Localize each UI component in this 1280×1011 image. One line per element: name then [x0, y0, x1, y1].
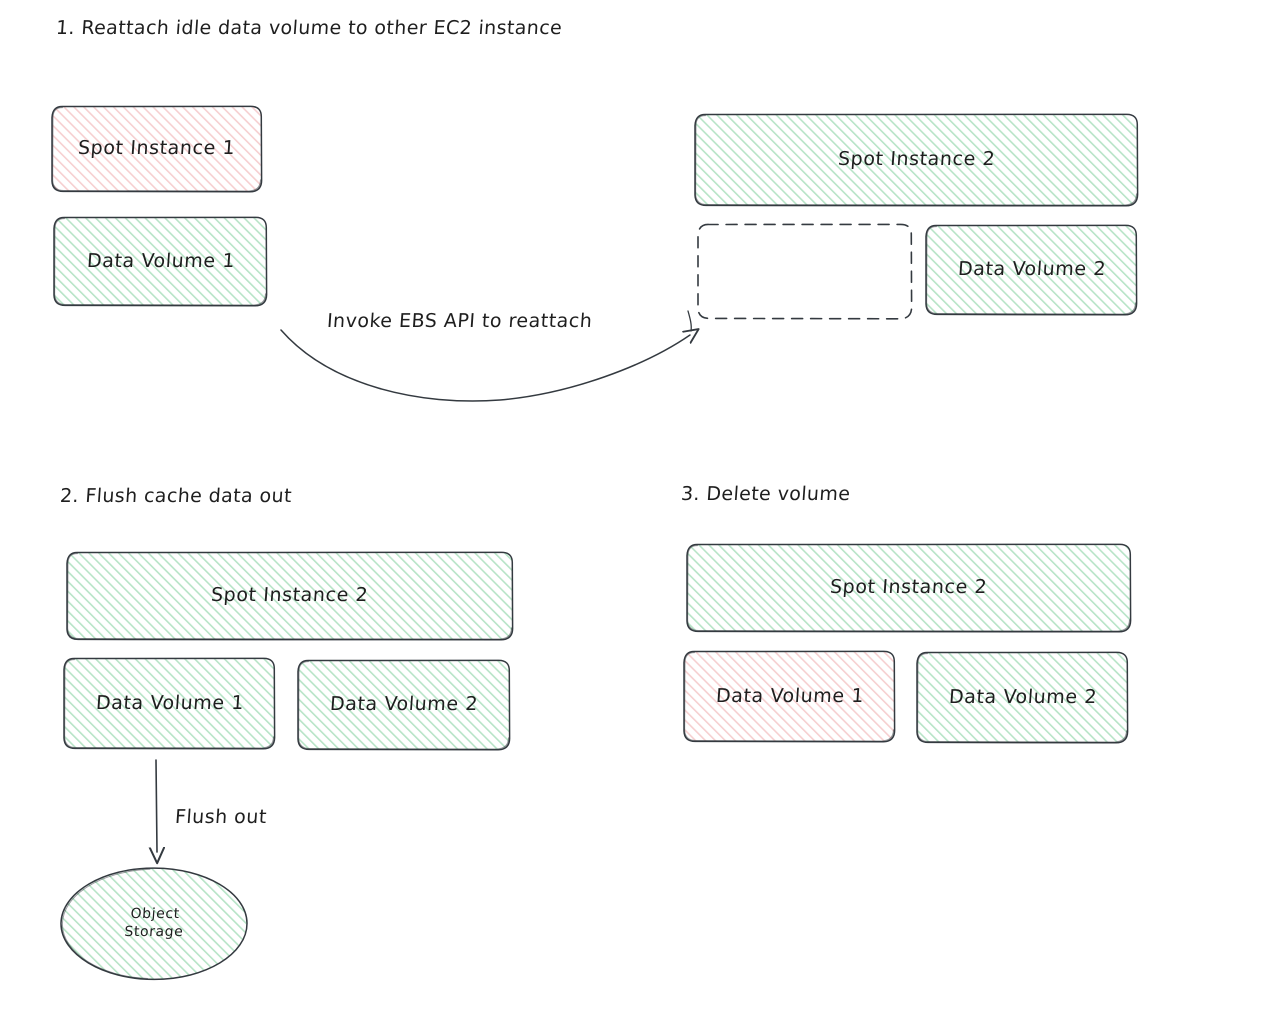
- node-data-volume-2-s1[interactable]: Data Volume 2: [925, 224, 1138, 316]
- node-data-volume-2-s3[interactable]: Data Volume 2: [916, 651, 1129, 744]
- node-spot-instance-2-s1[interactable]: Spot Instance 2: [694, 113, 1139, 207]
- section-2-title: 2. Flush cache data out: [59, 485, 293, 507]
- edge-label-reattach: Invoke EBS API to reattach: [326, 310, 594, 332]
- node-data-volume-2-s2[interactable]: Data Volume 2: [297, 659, 511, 751]
- node-spot-instance-2-s3[interactable]: Spot Instance 2: [686, 543, 1132, 633]
- node-empty-volume-slot[interactable]: [697, 223, 913, 320]
- node-data-volume-1[interactable]: Data Volume 1: [53, 216, 268, 307]
- section-3-title: 3. Delete volume: [680, 483, 852, 505]
- node-spot-instance-1[interactable]: Spot Instance 1: [51, 105, 263, 193]
- edge-flush-arrow: [156, 759, 157, 852]
- node-spot-instance-2-s2[interactable]: Spot Instance 2: [66, 551, 514, 641]
- node-data-volume-1-s3[interactable]: Data Volume 1: [683, 650, 896, 743]
- section-1-title: 1. Reattach idle data volume to other EC…: [55, 17, 563, 39]
- node-object-storage[interactable]: Object Storage: [60, 867, 248, 981]
- edge-label-flush-out: Flush out: [174, 806, 268, 828]
- node-data-volume-1-s2[interactable]: Data Volume 1: [63, 657, 276, 750]
